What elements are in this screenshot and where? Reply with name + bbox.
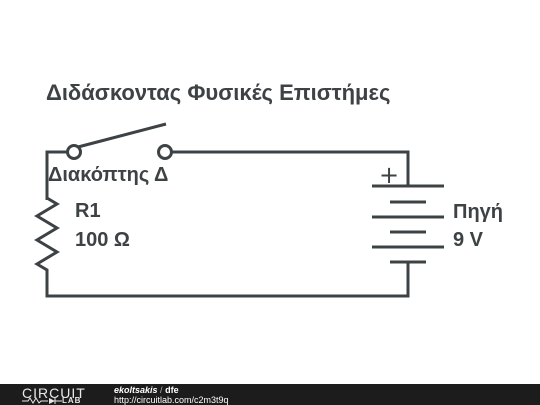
wire-left-top: [45, 150, 67, 200]
wire-top-right: [172, 150, 410, 186]
diagram-title: Διδάσκοντας Φυσικές Επιστήμες: [46, 80, 391, 105]
circuit-url-link[interactable]: http://circuitlab.com/c2m3t9q: [114, 395, 229, 405]
switch-lever: [77, 122, 167, 149]
footer-separator: /: [160, 385, 163, 395]
battery-value: 9 V: [453, 229, 484, 251]
author-link[interactable]: ekoltsakis: [114, 385, 158, 395]
switch-contact-right: [157, 144, 173, 160]
resistor-value: 100 Ω: [75, 229, 130, 251]
logo-wave-icon: [22, 397, 62, 404]
resistor-name: R1: [75, 200, 101, 222]
footer-author-line: ekoltsakis / dfe: [114, 385, 179, 395]
circuit-name-link[interactable]: dfe: [165, 385, 179, 395]
circuitlab-logo-lab: LAB: [62, 396, 82, 405]
resistor-r1: [34, 190, 60, 278]
circuitlab-logo[interactable]: CIRCUIT: [22, 385, 86, 401]
battery-name: Πηγή: [453, 201, 503, 223]
wire-bottom: [45, 262, 410, 298]
circuit-schematic: +: [34, 122, 444, 298]
battery-plus-sign: +: [379, 161, 399, 189]
switch-contact-left: [66, 144, 82, 160]
switch-label: Διακόπτης Δ: [48, 164, 169, 186]
circuitlab-footer: CIRCUIT LAB ekoltsakis / dfe http://circ…: [0, 384, 540, 405]
